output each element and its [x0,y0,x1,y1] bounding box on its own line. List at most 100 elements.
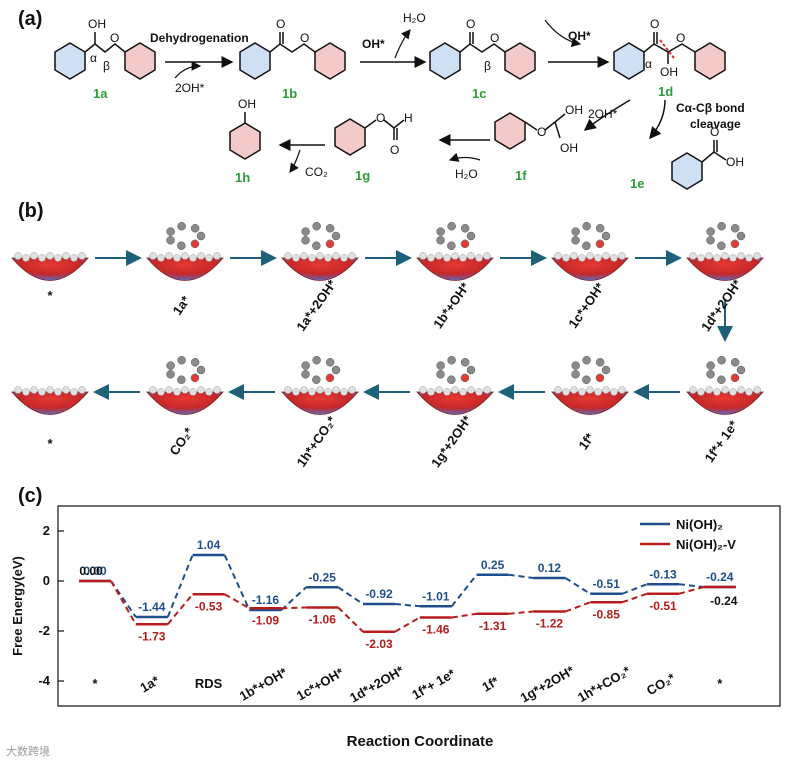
data-label-1-4: -1.06 [309,613,337,627]
data-label-1-10: -0.51 [649,599,677,613]
x-tick-label-10: CO₂* [644,670,679,699]
data-label-0-5: -0.92 [365,587,393,601]
panel-c-label: (c) [18,485,43,507]
beta-1c: β [484,59,491,73]
configuration-top-0 [11,252,89,281]
y-tick-label-3: -4 [38,673,50,688]
atom-o-1c-carbonyl: O [466,17,475,31]
data-label-0-8: 0.12 [538,561,562,575]
data-label-1-3: -1.09 [252,613,280,627]
config-label-top-1: 1a* [170,292,194,317]
x-axis-label: Reaction Coordinate [347,733,494,750]
plot-frame [57,505,781,707]
x-tick-label-5: 1d*+2OH* [347,662,407,705]
atom-oh-1f-b: OH [560,141,578,155]
molecule-label-1d: 1d [658,84,673,99]
connector-1-8 [565,601,591,613]
data-label-0-10: -0.13 [649,567,677,581]
connector-0-5 [394,603,420,608]
x-tick-label-8: 1g*+2OH* [518,662,578,705]
molecule-1b: O O 1b [239,17,346,101]
data-label-0-6: -1.01 [422,589,450,603]
connector-1-3 [281,606,307,610]
step-oh-star: OH* [362,37,385,51]
x-tick-label-1: 1a* [137,672,162,695]
atom-o-1b-ether: O [300,31,309,45]
connector-0-9 [621,583,648,595]
configuration-bottom-3 [416,355,494,415]
molecule-label-1h: 1h [235,170,250,185]
configuration-bottom-0 [11,386,89,415]
atom-o-1a: O [110,31,119,45]
data-label-0-4: -0.25 [309,570,337,584]
data-label-1-6: -1.46 [422,623,450,637]
molecule-1a: OH O α β 1a [54,17,156,101]
atom-oh-1e: OH [726,155,744,169]
configuration-top-1 [146,221,224,281]
connector-0-8 [564,577,591,595]
data-label-0-11: -0.24 [706,570,734,584]
atom-o-1g-carbonyl: O [390,143,399,157]
legend: Ni(OH)₂Ni(OH)₂-V [640,517,736,552]
connector-1-6 [451,612,477,619]
y-axis-label: Free Energy(eV) [10,556,25,656]
step-cc-cleavage-1: Cα-Cβ bond [676,101,745,115]
atom-o-1f: O [537,125,546,139]
panel-a-label: (a) [18,8,43,30]
step-2oh-star: 2OH* [175,81,205,95]
config-label-bottom-5: 1f*+ 1e* [702,417,742,465]
connector-1-9 [621,592,648,604]
molecule-label-1e: 1e [630,176,644,191]
molecule-1c: O O β 1c [429,17,536,101]
atom-o-1c-ether: O [490,31,499,45]
legend-label-1: Ni(OH)₂-V [676,537,736,552]
step-oh-star-2: OH* [568,29,591,43]
config-label-top-0: * [47,288,53,303]
data-label-1-8: -1.22 [536,617,564,631]
config-label-bottom-3: 1g*+2OH* [428,412,475,470]
connector-0-4 [337,586,364,605]
x-tick-label-3: 1b*+OH* [237,664,291,704]
atom-h-1g: H [404,111,413,125]
molecule-label-1b: 1b [282,86,297,101]
y-tick-label-2: -2 [38,623,50,638]
configurations-bottom-row [11,355,764,415]
step-2oh-star-2: 2OH* [588,107,618,121]
molecule-label-1a: 1a [93,86,108,101]
data-label-end: -0.24 [710,594,738,608]
configuration-bottom-4 [551,355,629,415]
molecule-label-1f: 1f [515,168,527,183]
data-label-start: 0.00 [79,564,103,578]
configuration-top-4 [551,221,629,281]
configuration-bottom-2 [281,355,359,415]
step-co2: CO₂ [305,165,328,179]
data-label-1-5: -2.03 [365,637,393,651]
x-tick-label-11: * [717,676,723,691]
watermark: 大数跨境 [6,746,50,758]
x-tick-label-4: 1c*+OH* [294,664,347,703]
data-label-1-7: -1.31 [479,619,507,633]
step-dehydrogenation: Dehydrogenation [150,31,249,45]
config-label-top-5: 1d*+2OH* [698,276,745,334]
data-label-0-0: 0.00 [83,564,107,578]
molecule-1f: O OH OH 1f [494,103,583,183]
step-h2o: H₂O [403,11,426,25]
atom-o-1d-carbonyl: O [650,17,659,31]
data-label-1-1: -1.73 [138,629,166,643]
data-label-0-7: 0.25 [481,558,505,572]
configurations-top-row [11,221,764,281]
x-tick-label-6: 1f*+ 1e* [409,665,458,702]
step-cc-cleavage-2: cleavage [690,117,741,131]
atom-oh-1a: OH [88,17,106,31]
data-label-1-2: -0.53 [195,599,223,613]
config-label-bottom-4: 1f* [575,430,597,453]
configuration-bottom-5 [686,355,764,415]
config-label-bottom-0: * [47,436,53,451]
atom-o-1g-ester: O [376,111,385,125]
y-axis: 20-2-4 [38,523,64,688]
x-tick-label-0: * [92,676,98,691]
configuration-top-5 [686,221,764,281]
atom-oh-1h: OH [238,97,256,111]
data-label-0-2: 1.04 [197,538,221,552]
